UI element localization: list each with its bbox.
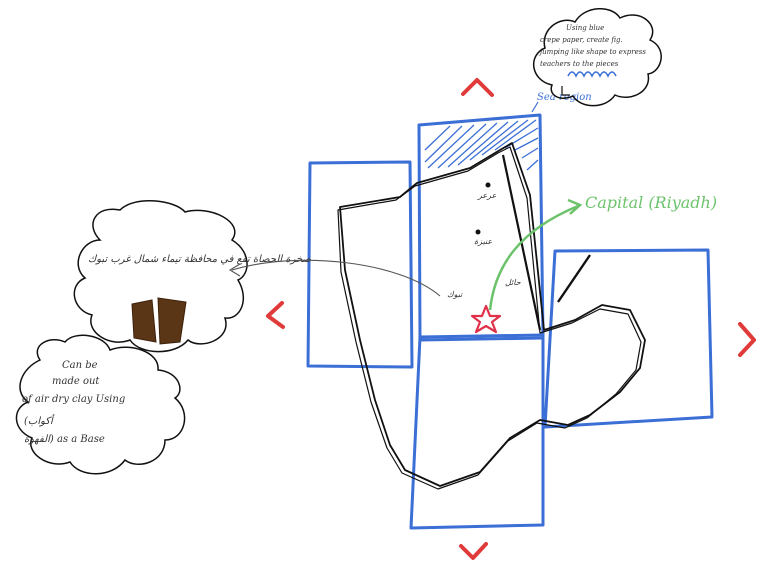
city-qassim-label: عنيزة [474,237,492,246]
city-dot-qassim [475,229,481,235]
top-note-text: Using blue crepe paper, create fig. jump… [538,24,648,68]
cities: عرعر عنيزة حائل تبوك [447,182,521,299]
bottom-note-cloud [15,334,186,475]
capital-pointer-arrowhead [567,198,583,215]
left-note-pointer [231,259,441,297]
right-arrow-icon [738,322,756,357]
top-note-tail [561,86,570,96]
rock-icon [131,297,187,345]
sea-pointer [531,101,539,113]
down-arrow-icon [459,542,488,560]
capital-star-icon [470,304,502,334]
left-arrow-icon [266,301,285,329]
capital-pointer-line [488,204,579,311]
direction-arrows [266,78,756,560]
city-north-label: عرعر [477,191,497,200]
panel-right [543,248,714,429]
sea-region-label: Sea region [537,92,592,103]
top-note-scribble [567,71,617,78]
up-arrow-icon [461,78,494,97]
city-hail-label: حائل [505,278,521,287]
left-note-text: صخرة الحصاة تقع في محافظة تيماء شمال غرب… [88,254,312,265]
net-panels [306,113,714,530]
left-note-pointer-head [228,263,241,277]
city-dot-north [485,182,491,188]
city-tabuk-label: تبوك [447,290,463,299]
bottom-note-text: Can be made out of air dry clay Using (أ… [22,360,128,445]
panel-left [306,160,414,369]
left-note-cloud [73,199,248,353]
panel-center [409,333,545,530]
panel-top [417,113,545,342]
top-note-cloud [532,8,662,107]
capital-label: Capital (Riyadh) [585,193,717,212]
